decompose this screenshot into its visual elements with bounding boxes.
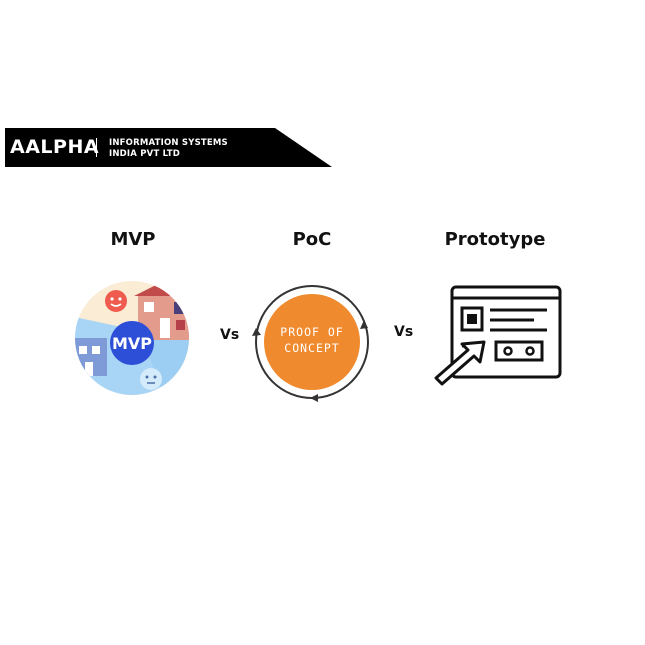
- cursor-arrow-icon: [434, 340, 486, 386]
- poc-badge-line1: PROOF OF: [280, 325, 343, 339]
- poc-badge: [264, 294, 360, 390]
- poc-illustration: PROOF OF CONCEPT: [252, 285, 369, 402]
- vs-label-2: Vs: [394, 324, 414, 340]
- happy-face-icon: [105, 290, 127, 312]
- company-banner: AALPHA INFORMATION SYSTEMS INDIA PVT LTD: [5, 128, 332, 167]
- vs-label-1: Vs: [220, 327, 240, 343]
- brand-subtitle-line2: INDIA PVT LTD: [109, 149, 181, 159]
- prototype-heading: Prototype: [444, 229, 546, 250]
- cycle-arrow-icon: [252, 328, 261, 336]
- mvp-badge-label: MVP: [112, 334, 152, 353]
- banner-background: [5, 128, 332, 167]
- poc-badge-line2: CONCEPT: [284, 341, 339, 355]
- brand-name: AALPHA: [10, 136, 100, 158]
- neutral-face-icon: [140, 368, 162, 390]
- brand-divider: [96, 138, 97, 157]
- mvp-heading: MVP: [110, 229, 156, 250]
- mvp-badge: [110, 321, 154, 365]
- brand-subtitle-line1: INFORMATION SYSTEMS: [109, 138, 228, 148]
- prototype-illustration: [434, 285, 562, 386]
- poc-heading: PoC: [292, 229, 332, 250]
- mvp-illustration: MVP: [75, 281, 189, 395]
